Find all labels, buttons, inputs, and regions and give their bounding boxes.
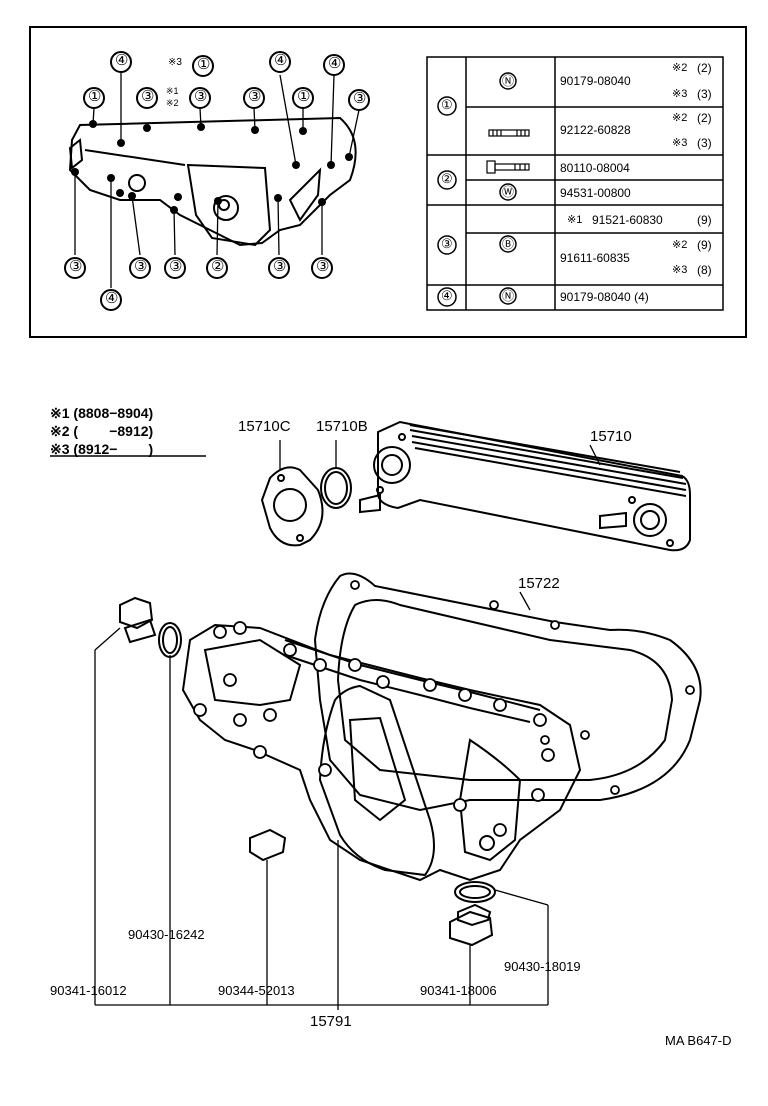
quantity: (9) bbox=[697, 238, 712, 252]
part-label-15791: 15791 bbox=[310, 1013, 352, 1030]
legend-range: (8808−8904) bbox=[73, 405, 154, 421]
part-label-90344-52013: 90344-52013 bbox=[218, 983, 295, 998]
drawing-code: MA B647-D bbox=[665, 1033, 732, 1048]
note-mark: ※3 bbox=[672, 88, 688, 100]
callout-3: ③ bbox=[134, 258, 148, 275]
part-number: 94531-00800 bbox=[560, 186, 631, 200]
bolt-icon bbox=[486, 160, 530, 174]
part-label-15710c: 15710C bbox=[238, 418, 291, 435]
part-label-90341-16012: 90341-16012 bbox=[50, 983, 127, 998]
part-label-15722: 15722 bbox=[518, 575, 560, 592]
table-key-4: ④ bbox=[441, 288, 453, 303]
part-number: 90179-08040 (4) bbox=[560, 290, 649, 304]
note-mark: ※3 bbox=[672, 264, 688, 276]
callout-4: ④ bbox=[328, 55, 342, 72]
callout-3: ③ bbox=[69, 258, 83, 275]
date-legend: ※1 (8808−8904) ※2 ( −8912) ※3 (8912− ) bbox=[50, 404, 153, 458]
callout-3: ③ bbox=[248, 88, 262, 105]
table-key-2: ② bbox=[441, 171, 453, 186]
part-number: 80110-08004 bbox=[560, 161, 630, 175]
table-key-3: ③ bbox=[441, 236, 453, 251]
bolt-symbol: Ⓑ bbox=[502, 237, 515, 251]
legend-row-3: ※3 (8912− ) bbox=[50, 440, 153, 458]
nut-symbol: Ⓝ bbox=[502, 289, 515, 303]
callout-3: ③ bbox=[194, 88, 208, 105]
gasket-15722 bbox=[313, 572, 702, 812]
part-label-90341-18006: 90341-18006 bbox=[420, 983, 497, 998]
detail-box bbox=[29, 26, 747, 338]
legend-row-2: ※2 ( −8912) bbox=[50, 422, 153, 440]
part-number: 91611-60835 bbox=[560, 251, 630, 265]
plug-90341-18006 bbox=[449, 910, 494, 947]
callout-4: ④ bbox=[274, 52, 288, 69]
cover-flange bbox=[318, 684, 435, 877]
stud-icon bbox=[488, 129, 530, 137]
part-number: 92122-60828 bbox=[560, 123, 631, 137]
part-number: 90179-08040 bbox=[560, 74, 631, 88]
note-mark: ※3 bbox=[672, 137, 688, 149]
legend-mark: ※3 bbox=[50, 441, 70, 457]
callout-3: ③ bbox=[273, 258, 287, 275]
part-label-90430-18019: 90430-18019 bbox=[504, 959, 581, 974]
note-mark-2: ※2 bbox=[166, 98, 179, 108]
quantity: (2) bbox=[697, 111, 712, 125]
legend-mark: ※1 bbox=[50, 405, 70, 421]
table-key-1: ① bbox=[441, 97, 453, 112]
callout-3: ③ bbox=[316, 258, 330, 275]
part-number: 91521-60830 bbox=[592, 213, 663, 227]
nut-symbol: Ⓝ bbox=[502, 74, 515, 88]
part-label-90430-16242: 90430-16242 bbox=[128, 927, 205, 942]
washer-symbol: Ⓦ bbox=[502, 185, 515, 199]
callout-1: ① bbox=[297, 88, 311, 105]
callout-1: ① bbox=[88, 88, 102, 105]
quantity: (8) bbox=[697, 263, 712, 277]
legend-mark: ※2 bbox=[50, 423, 70, 439]
callout-2: ② bbox=[211, 258, 225, 275]
small-flange bbox=[186, 163, 272, 247]
callout-1: ① bbox=[197, 56, 211, 73]
plug-90344-52013 bbox=[249, 828, 287, 862]
note-mark-3: ※3 bbox=[168, 57, 182, 68]
callout-4: ④ bbox=[105, 290, 119, 307]
callout-3: ③ bbox=[141, 88, 155, 105]
part-label-15710: 15710 bbox=[590, 428, 632, 445]
callout-3: ③ bbox=[353, 90, 367, 107]
quantity: (3) bbox=[697, 136, 712, 150]
plug-90341-16012 bbox=[119, 596, 154, 630]
legend-range: ( −8912) bbox=[73, 423, 154, 439]
note-mark: ※2 bbox=[672, 239, 688, 251]
small-cover-outline bbox=[68, 116, 357, 247]
legend-row-1: ※1 (8808−8904) bbox=[50, 404, 153, 422]
washer-90430-18019 bbox=[454, 881, 496, 903]
callout-4: ④ bbox=[115, 52, 129, 69]
cover-15791 bbox=[181, 623, 582, 882]
note-mark: ※1 bbox=[567, 214, 583, 226]
quantity: (2) bbox=[697, 61, 712, 75]
quantity: (9) bbox=[697, 213, 712, 227]
part-label-15710b: 15710B bbox=[316, 418, 368, 435]
oil-cooler-15710 bbox=[377, 420, 691, 552]
quantity: (3) bbox=[697, 87, 712, 101]
parts-table: ① ② ③ ④ Ⓝ Ⓦ Ⓑ Ⓝ 90179-08040 ※2 (2) ※3 (3… bbox=[427, 57, 723, 310]
note-mark: ※2 bbox=[672, 62, 688, 74]
callout-3: ③ bbox=[169, 258, 183, 275]
legend-range: (8912− ) bbox=[73, 441, 154, 457]
note-mark-1: ※1 bbox=[166, 86, 179, 96]
gasket-15710c bbox=[260, 466, 324, 547]
note-mark: ※2 bbox=[672, 112, 688, 124]
